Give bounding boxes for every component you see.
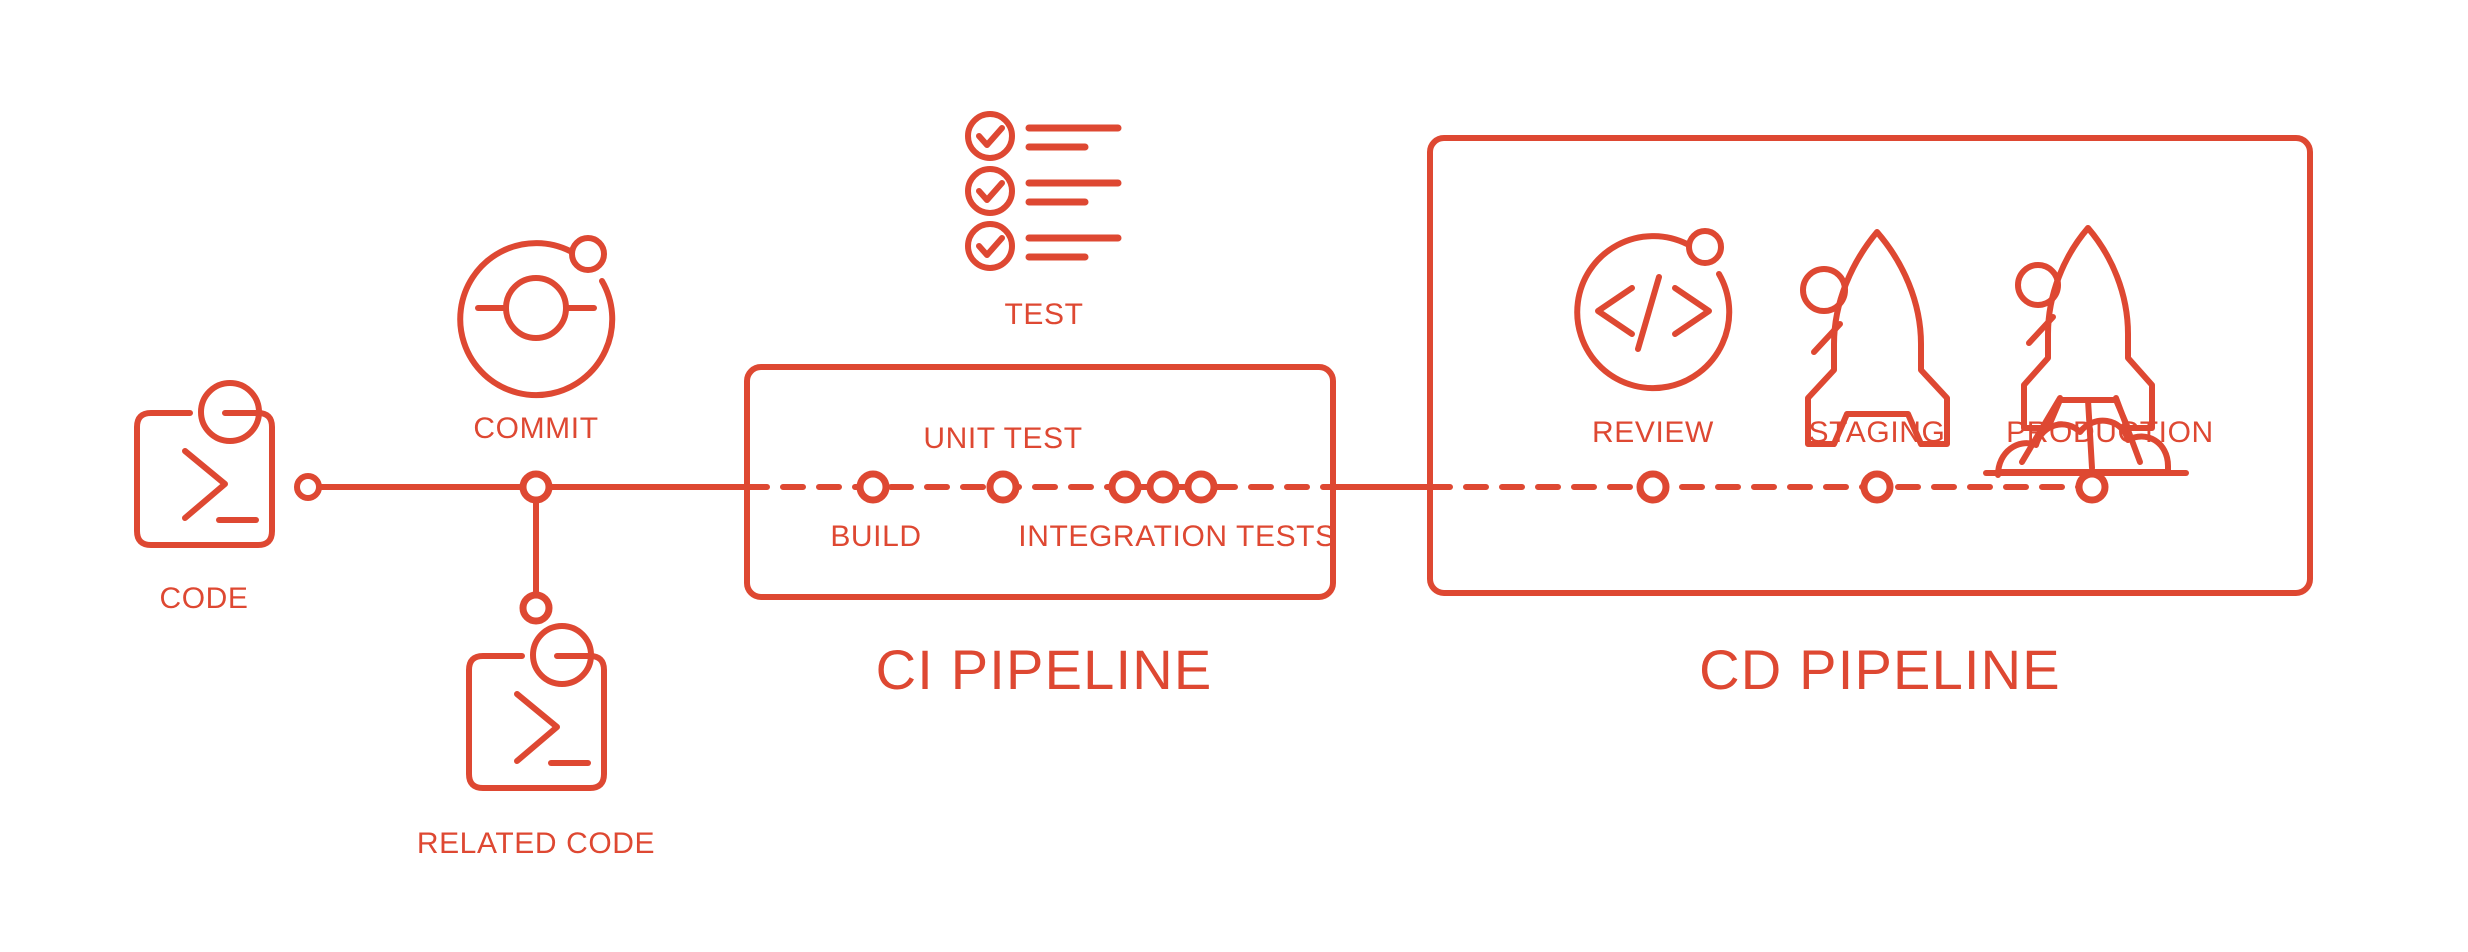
timeline-node-integration-1[interactable] — [1108, 470, 1142, 504]
label-review: REVIEW — [1592, 416, 1714, 449]
terminal-code-icon — [134, 380, 275, 548]
label-staging: STAGING — [1809, 416, 1946, 449]
timeline-node-commit[interactable] — [519, 470, 553, 504]
timeline-node-build[interactable] — [856, 470, 890, 504]
timeline-node-unit-test[interactable] — [986, 470, 1020, 504]
terminal-code-icon-related — [466, 623, 607, 791]
label-integration-tests: INTEGRATION TESTS — [1018, 520, 1335, 553]
label-commit: COMMIT — [473, 412, 598, 445]
cd-pipeline-box — [1427, 135, 2313, 596]
timeline-node-integration-2[interactable] — [1146, 470, 1180, 504]
timeline-node-integration-3[interactable] — [1184, 470, 1218, 504]
timeline-node-staging[interactable] — [1860, 470, 1894, 504]
ci-pipeline-box — [744, 364, 1336, 600]
checklist-icon — [965, 111, 1122, 271]
title-cd-pipeline: CD PIPELINE — [1699, 638, 2061, 701]
rocket-launch-icon — [1983, 225, 2189, 478]
timeline-node-start[interactable] — [294, 473, 322, 501]
label-production: PRODUCTION — [2006, 416, 2214, 449]
label-unit-test: UNIT TEST — [923, 422, 1082, 455]
timeline-node-review[interactable] — [1636, 470, 1670, 504]
label-build: BUILD — [830, 520, 921, 553]
label-code: CODE — [159, 582, 248, 615]
label-related-code: RELATED CODE — [417, 827, 655, 860]
code-review-icon — [1574, 228, 1733, 392]
timeline-node-related-code[interactable] — [519, 591, 553, 625]
timeline-node-production[interactable] — [2075, 470, 2109, 504]
title-ci-pipeline: CI PIPELINE — [876, 638, 1213, 701]
label-test: TEST — [1004, 298, 1083, 331]
rocket-icon — [1800, 229, 1950, 447]
commit-node-icon — [457, 235, 616, 399]
